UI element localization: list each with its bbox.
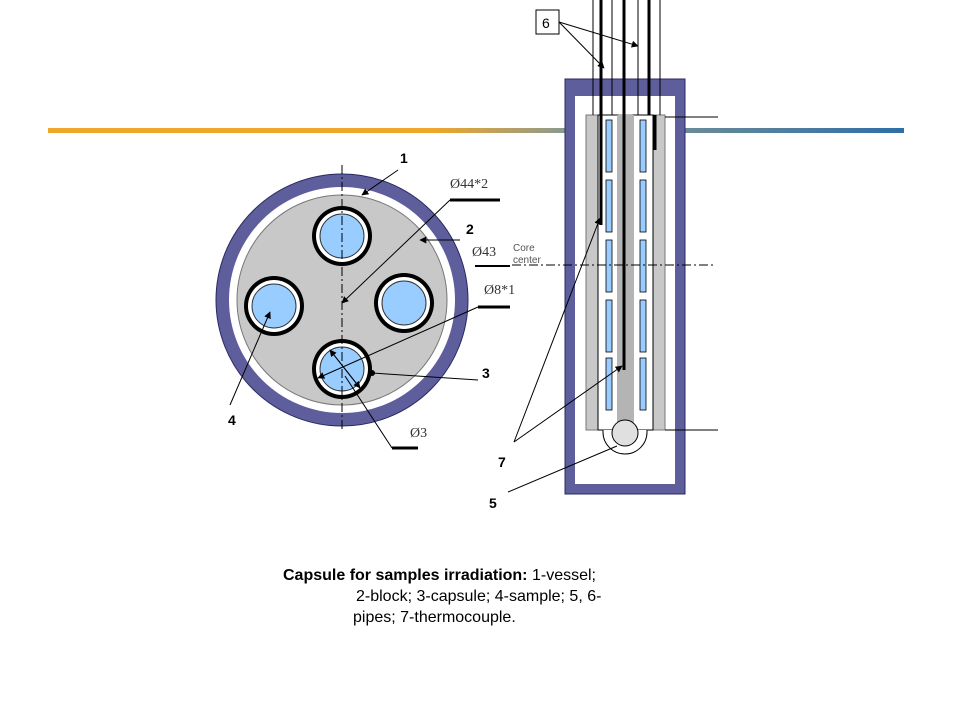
leader-capsule xyxy=(371,372,479,381)
leader-thermo-a xyxy=(513,217,602,443)
side-view: 6 7 5 Core center xyxy=(489,0,718,511)
caption-line2: 2-block; 3-capsule; 4-sample; 5, 6- xyxy=(356,588,602,605)
leader-pipe5 xyxy=(507,445,618,493)
label-vessel: 1 xyxy=(400,150,408,166)
capsule-point xyxy=(369,370,375,376)
caption-line3: pipes; 7-thermocouple. xyxy=(353,609,516,626)
leader-vessel xyxy=(361,169,399,196)
core-center-label-2: center xyxy=(513,255,541,266)
dim-capsule: Ø8*1 xyxy=(484,283,515,298)
dim-block: Ø43 xyxy=(472,245,496,260)
leader-sample-dim xyxy=(344,375,393,449)
sample-right xyxy=(374,273,434,333)
leader-capsule-dim xyxy=(317,306,479,379)
sample-left xyxy=(244,276,304,336)
label-capsule: 3 xyxy=(482,365,490,381)
core-center-label-1: Core xyxy=(513,243,535,254)
caption-title: Capsule for samples irradiation: xyxy=(283,567,528,584)
leader-sample xyxy=(229,311,271,406)
label-pipe5: 5 xyxy=(489,495,497,511)
label-pipe6: 6 xyxy=(542,15,550,31)
dim-vessel: Ø44*2 xyxy=(450,177,488,192)
cross-section: 1 Ø44*2 2 Ø43 Ø8*1 3 4 Ø3 xyxy=(215,150,515,450)
pipes xyxy=(592,0,661,370)
leader-pipe6-b xyxy=(558,21,639,48)
leader-thermo-b xyxy=(513,365,623,443)
label-thermocouple: 7 xyxy=(498,454,506,470)
leader-diameter-vessel xyxy=(341,199,451,304)
figure-caption: Capsule for samples irradiation: 1-vesse… xyxy=(250,565,690,628)
capsule-bottom-bulb xyxy=(611,419,639,447)
header-accent-bar xyxy=(48,128,904,133)
leader-pipe6-a xyxy=(558,21,605,69)
sample-stack-left xyxy=(605,119,613,411)
label-sample: 4 xyxy=(228,412,236,428)
label-block: 2 xyxy=(466,221,474,237)
sample-stack-right xyxy=(639,119,647,411)
dim-sample: Ø3 xyxy=(410,426,427,441)
dim-arrow-sample-rev xyxy=(329,349,361,389)
caption-line1: 1-vessel; xyxy=(527,567,596,584)
